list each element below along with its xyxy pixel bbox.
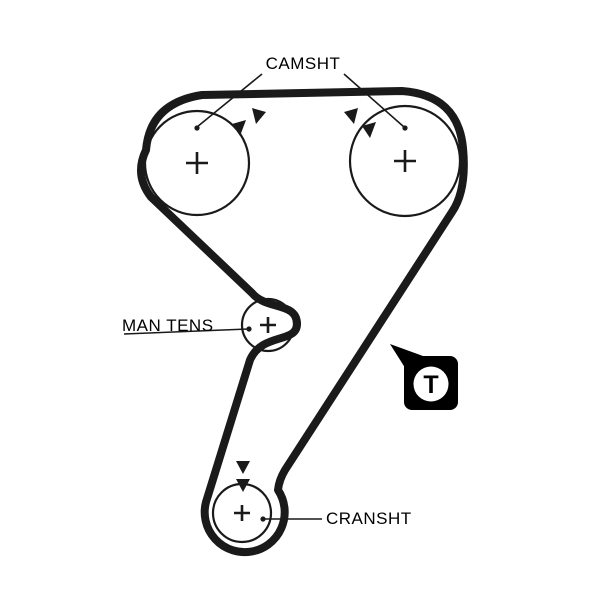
manual-tensioner-label: MAN TENS xyxy=(122,316,214,335)
manual-tensioner-pulley xyxy=(240,297,296,353)
alignment-arrow-icon xyxy=(362,122,376,138)
camshaft-pulley-left-plus-icon xyxy=(186,152,208,174)
alignment-arrow-icon xyxy=(344,108,358,124)
camshaft-pulley-right xyxy=(348,104,462,218)
camshaft-pulley-right-circle xyxy=(348,104,462,218)
camshaft-label: CAMSHT xyxy=(266,54,341,73)
camshaft-leader-right xyxy=(343,73,405,128)
timing-belt-path xyxy=(137,87,468,557)
camshaft-leader-left xyxy=(196,73,263,128)
camshaft-leader-left-dot xyxy=(194,125,200,131)
crankshaft-plus-icon xyxy=(234,505,250,521)
leader-lines xyxy=(123,73,408,522)
alignment-arrow-icon xyxy=(232,120,246,136)
alignment-arrow-icon xyxy=(252,108,266,124)
tensioner-leader-dot xyxy=(246,326,252,332)
manual-tensioner-plus-icon xyxy=(260,317,276,333)
crankshaft-pulley xyxy=(211,482,273,544)
tension-marker-letter: T xyxy=(423,371,438,399)
camshaft-pulley-left-circle xyxy=(143,109,251,217)
camshaft-leader-right-dot xyxy=(402,125,408,131)
tensioner-leader xyxy=(123,328,249,335)
crankshaft-leader-dot xyxy=(260,516,266,522)
alignment-marks xyxy=(232,108,376,492)
alignment-arrow-icon xyxy=(236,479,250,492)
camshaft-pulley-right-plus-icon xyxy=(394,150,416,172)
alignment-arrow-icon xyxy=(236,461,250,474)
tension-marker-circle xyxy=(413,366,449,402)
tension-marker: T xyxy=(390,344,458,410)
crankshaft-label: CRANSHT xyxy=(326,509,412,528)
manual-tensioner-circle xyxy=(240,297,296,353)
camshaft-pulley-left xyxy=(143,109,251,217)
